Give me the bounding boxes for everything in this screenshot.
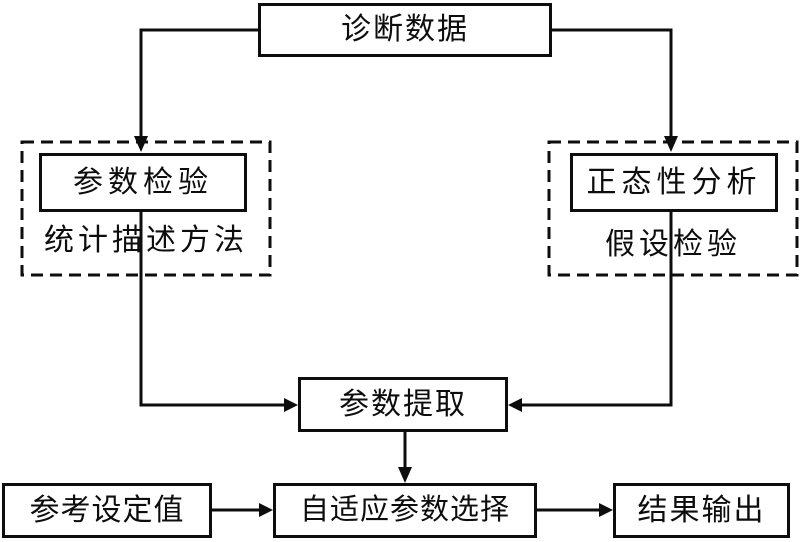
label-hypothesis-test: 假设检验	[605, 228, 741, 261]
arrowhead-right-icon	[599, 503, 613, 517]
label-statistical-description-method: 统计描述方法	[44, 224, 248, 257]
connector-normality-to-extraction	[512, 212, 673, 407]
arrowhead-down-icon	[398, 467, 412, 483]
node-parameter-test: 参数检验	[39, 153, 247, 212]
node-normality-analysis: 正态性分析	[570, 153, 778, 212]
arrowhead-right-icon	[284, 398, 298, 412]
arrowhead-down-icon	[664, 136, 678, 152]
connector-parameter-test-to-extraction	[139, 212, 294, 407]
connector-diagnostic-to-normality	[552, 28, 673, 148]
arrowhead-right-icon	[259, 503, 273, 517]
connector-diagnostic-to-parameter-test	[139, 28, 258, 148]
arrowhead-left-icon	[508, 398, 522, 412]
arrowhead-down-icon	[134, 136, 148, 152]
node-adaptive-parameter-selection: 自适应参数选择	[273, 483, 537, 538]
node-parameter-extraction: 参数提取	[298, 377, 508, 432]
node-reference-set-value: 参考设定值	[2, 483, 212, 538]
node-diagnostic-data: 诊断数据	[258, 3, 552, 57]
statistical-description-group-border	[20, 140, 272, 277]
node-result-output: 结果输出	[613, 483, 790, 538]
